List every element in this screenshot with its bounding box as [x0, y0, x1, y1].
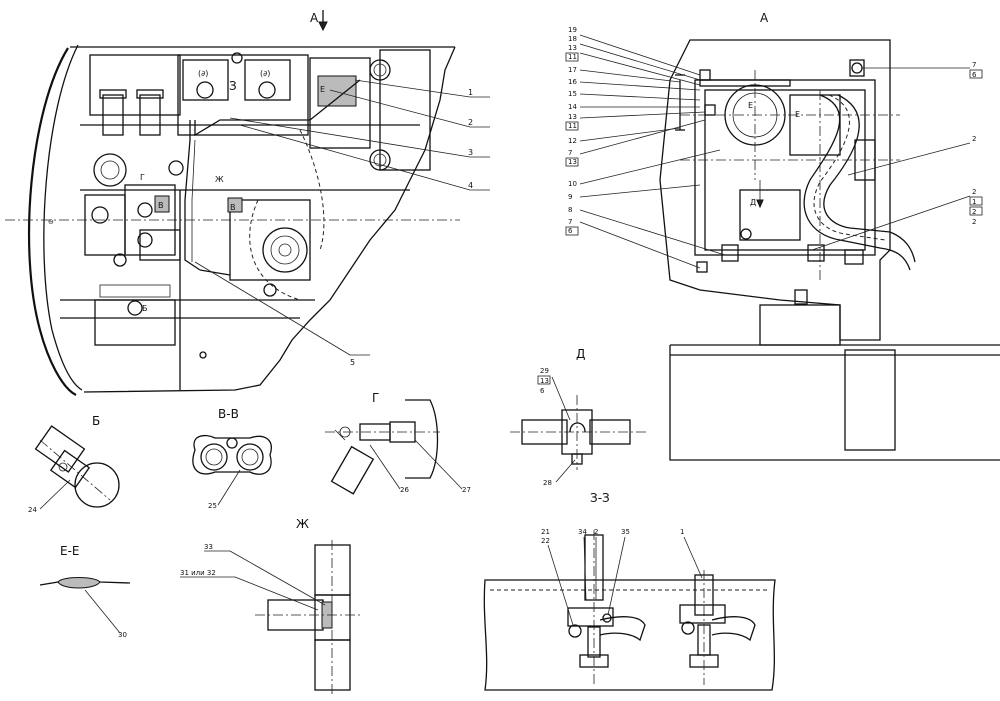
- svg-text:7: 7: [568, 149, 572, 157]
- svg-text:1: 1: [680, 528, 684, 536]
- view-g: Г 26 27: [325, 391, 471, 495]
- svg-text:34: 34: [578, 528, 587, 536]
- callout-5: 5: [350, 358, 355, 367]
- svg-text:10: 10: [568, 180, 577, 188]
- view-label-d: Д: [576, 347, 585, 361]
- view-label-vv: В-В: [218, 407, 239, 421]
- view-zz: З-З 21 22 34 2 35 1: [483, 491, 776, 691]
- mark-e1: Е: [748, 101, 753, 110]
- view-label-a-top: А: [310, 11, 319, 25]
- right-side-callouts: 7 6 2 2 1 2 2: [811, 61, 983, 251]
- view-vv: В-В 25: [192, 407, 272, 510]
- svg-text:27: 27: [462, 486, 471, 494]
- svg-text:33: 33: [204, 543, 213, 551]
- view-zh: Ж 33 31 или 32: [180, 517, 360, 695]
- svg-text:26: 26: [400, 486, 409, 494]
- svg-text:13: 13: [568, 113, 577, 121]
- view-label-zh: Ж: [296, 517, 309, 531]
- svg-text:14: 14: [568, 103, 577, 111]
- main-view-left: А ⊖ (∂) (∂) З: [5, 10, 490, 396]
- svg-text:11: 11: [568, 53, 577, 61]
- mark-g: Г: [140, 173, 145, 182]
- svg-text:9: 9: [568, 193, 572, 201]
- svg-text:2: 2: [972, 135, 976, 143]
- svg-text:21: 21: [541, 528, 550, 536]
- svg-text:6: 6: [540, 387, 545, 395]
- svg-text:13: 13: [568, 44, 577, 52]
- svg-text:29: 29: [540, 367, 549, 375]
- svg-text:1: 1: [972, 198, 976, 206]
- view-label-ee: Е-Е: [60, 544, 80, 558]
- callout-4: 4: [468, 181, 473, 190]
- svg-text:30: 30: [118, 631, 127, 639]
- mark-v: В: [158, 201, 164, 210]
- svg-text:13: 13: [568, 158, 577, 166]
- mark-v2: В: [230, 203, 236, 212]
- svg-text:17: 17: [568, 66, 577, 74]
- svg-text:7: 7: [568, 218, 572, 226]
- svg-text:2: 2: [972, 188, 976, 196]
- main-view-right: А Е Е Д: [565, 11, 1000, 461]
- view-label-zz: З-З: [590, 491, 610, 505]
- svg-text:28: 28: [543, 479, 552, 487]
- callout-1: 1: [468, 88, 473, 97]
- mark-zh: Ж: [215, 175, 224, 184]
- svg-text:12: 12: [568, 137, 577, 145]
- svg-text:7: 7: [972, 61, 976, 69]
- view-b: Б 24: [28, 414, 120, 514]
- svg-text:25: 25: [208, 502, 217, 510]
- callout-3: 3: [468, 148, 473, 157]
- mark-b: Б: [142, 304, 148, 313]
- mark-z: З: [229, 79, 237, 93]
- view-label-b: Б: [92, 414, 100, 428]
- svg-text:Е: Е: [320, 85, 325, 94]
- mark-e2: Е: [795, 110, 800, 119]
- svg-text:22: 22: [541, 537, 550, 545]
- svg-text:24: 24: [28, 506, 37, 514]
- svg-text:15: 15: [568, 90, 577, 98]
- svg-text:11: 11: [568, 122, 577, 130]
- view-label-g: Г: [372, 391, 379, 405]
- svg-text:35: 35: [621, 528, 630, 536]
- callout-2: 2: [468, 118, 473, 127]
- svg-text:19: 19: [568, 26, 577, 34]
- svg-text:2: 2: [972, 208, 976, 216]
- svg-text:6: 6: [972, 71, 977, 79]
- right-callouts: 19 18 13 11 17 16 15 14 13 11 12 7 13 10…: [565, 26, 726, 269]
- mark-d: Д: [750, 198, 756, 207]
- svg-text:8: 8: [568, 206, 572, 214]
- svg-text:16: 16: [568, 78, 577, 86]
- view-label-a-right: А: [760, 11, 769, 25]
- svg-text:⊖: ⊖: [48, 218, 54, 226]
- view-ee: Е-Е 30: [39, 544, 131, 639]
- svg-text:31 или 32: 31 или 32: [180, 569, 216, 577]
- svg-text:2: 2: [594, 528, 598, 536]
- svg-text:(∂): (∂): [198, 69, 208, 78]
- svg-text:6: 6: [568, 227, 573, 235]
- svg-text:2: 2: [972, 218, 976, 226]
- view-d: Д 29 13 6 28: [510, 347, 648, 487]
- svg-text:18: 18: [568, 35, 577, 43]
- svg-text:(∂): (∂): [260, 69, 270, 78]
- svg-text:13: 13: [540, 377, 549, 385]
